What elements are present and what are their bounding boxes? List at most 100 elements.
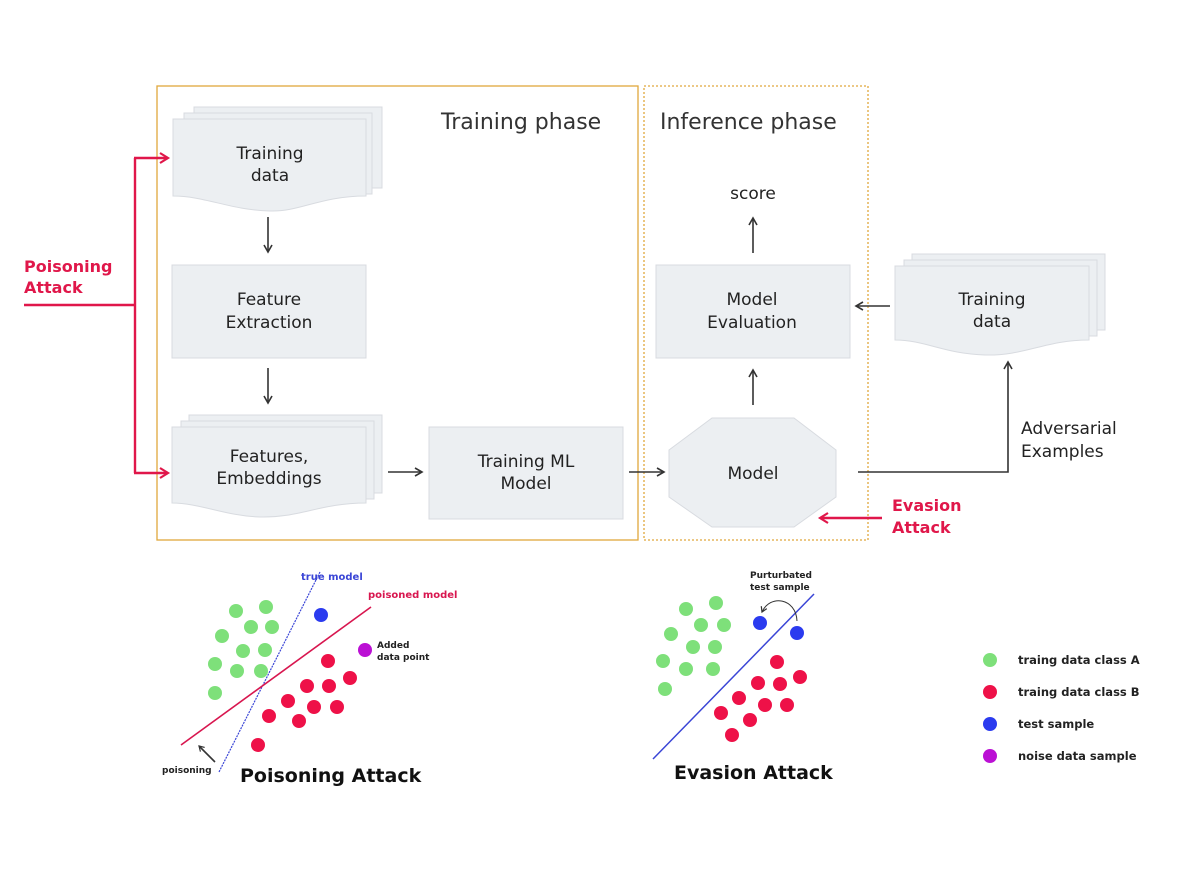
class-a-point (664, 627, 678, 641)
feature-extraction-label-1: Feature (237, 290, 301, 310)
class-a-point (230, 664, 244, 678)
class-b-point (330, 700, 344, 714)
class-a-point (229, 604, 243, 618)
perturbed-label-1: Purturbated (750, 571, 812, 581)
score-label: score (730, 184, 776, 204)
features-embeddings-node: Features, Embeddings (171, 414, 383, 518)
added-point-label-2: data point (377, 653, 430, 663)
class-b-point (292, 714, 306, 728)
model-evaluation-label-2: Evaluation (707, 313, 797, 333)
evasion-plot-caption: Evasion Attack (674, 762, 833, 784)
class-a-point (259, 600, 273, 614)
class-a-point (686, 640, 700, 654)
poisoning-plot: true model poisoned model Added data poi… (162, 571, 457, 787)
model-evaluation-label-1: Model (726, 290, 777, 310)
feature-extraction-label-2: Extraction (226, 313, 313, 333)
noise-sample-point (358, 643, 372, 657)
true-model-line (218, 571, 321, 773)
class-a-point (708, 640, 722, 654)
class-a-point (236, 644, 250, 658)
feature-extraction-node: Feature Extraction (171, 264, 367, 359)
class-b-point (743, 713, 757, 727)
class-a-point (208, 657, 222, 671)
test-sample-point (314, 608, 328, 622)
poisoning-attack-label-1: Poisoning (24, 257, 112, 276)
class-a-point (254, 664, 268, 678)
legend-swatch-noise-sample (983, 749, 997, 763)
poisoning-pointer-arrow (198, 745, 216, 763)
class-b-point (770, 655, 784, 669)
class-b-point (714, 706, 728, 720)
training-phase-title: Training phase (440, 110, 601, 135)
adversarial-label-2: Examples (1021, 442, 1104, 462)
class-a-point (215, 629, 229, 643)
class-b-point (251, 738, 265, 752)
training-data-node: Training data (172, 106, 383, 212)
class-b-point (732, 691, 746, 705)
true-model-label: true model (301, 572, 363, 583)
training-data-label-1: Training (235, 144, 303, 164)
test-sample-point (790, 626, 804, 640)
evasion-attack-label-2: Attack (892, 518, 951, 537)
legend-swatch-class-b (983, 685, 997, 699)
class-b-point (793, 670, 807, 684)
class-b-point (307, 700, 321, 714)
class-a-point (658, 682, 672, 696)
training-data-label-2: data (251, 166, 289, 186)
training-ml-model-label-1: Training ML (477, 452, 575, 472)
evasion-attack-label-1: Evasion (892, 496, 962, 515)
inference-phase-title: Inference phase (660, 110, 837, 135)
class-a-point (258, 643, 272, 657)
class-b-point (780, 698, 794, 712)
model-evaluation-node: Model Evaluation (655, 264, 851, 359)
model-label: Model (727, 464, 778, 484)
class-a-point (265, 620, 279, 634)
class-b-point (281, 694, 295, 708)
features-embeddings-label-2: Embeddings (216, 469, 321, 489)
external-training-data-node: Training data (894, 253, 1106, 356)
inference-phase-frame (643, 85, 869, 541)
added-point-label-1: Added (377, 641, 409, 651)
poisoning-plot-caption: Poisoning Attack (240, 765, 422, 787)
poisoning-pointer-label: poisoning (162, 766, 212, 776)
class-b-point (725, 728, 739, 742)
class-a-point (679, 602, 693, 616)
test-sample-point (753, 616, 767, 630)
legend-label: traing data class A (1018, 653, 1140, 667)
class-b-point (751, 676, 765, 690)
adversarial-label-1: Adversarial (1021, 419, 1117, 439)
training-ml-model-label-2: Model (500, 474, 551, 494)
external-training-data-label-2: data (973, 312, 1011, 332)
class-b-point (321, 654, 335, 668)
poisoning-attack-label-2: Attack (24, 278, 83, 297)
legend-swatch-class-a (983, 653, 997, 667)
perturbation-arrow (760, 600, 798, 622)
perturbed-label-2: test sample (750, 583, 810, 593)
external-training-data-label-1: Training (957, 290, 1025, 310)
poisoned-model-line (180, 606, 372, 746)
class-b-point (322, 679, 336, 693)
class-a-point (694, 618, 708, 632)
poisoned-model-label: poisoned model (368, 590, 457, 601)
class-b-point (262, 709, 276, 723)
class-a-point (706, 662, 720, 676)
features-embeddings-label-1: Features, (230, 447, 309, 467)
poisoning-attack-connector (24, 152, 171, 479)
legend-label: noise data sample (1018, 749, 1137, 763)
evasion-plot: Purturbated test sample Evasion Attack (652, 571, 833, 784)
class-b-point (343, 671, 357, 685)
training-phase-frame (156, 85, 639, 541)
class-a-point (679, 662, 693, 676)
evasion-decision-line (652, 593, 815, 760)
class-a-point (208, 686, 222, 700)
class-b-point (300, 679, 314, 693)
class-b-point (773, 677, 787, 691)
training-ml-model-node: Training ML Model (428, 426, 624, 520)
class-b-point (758, 698, 772, 712)
class-a-point (709, 596, 723, 610)
class-a-point (717, 618, 731, 632)
legend-label: traing data class B (1018, 685, 1140, 699)
model-node: Model (668, 417, 837, 528)
